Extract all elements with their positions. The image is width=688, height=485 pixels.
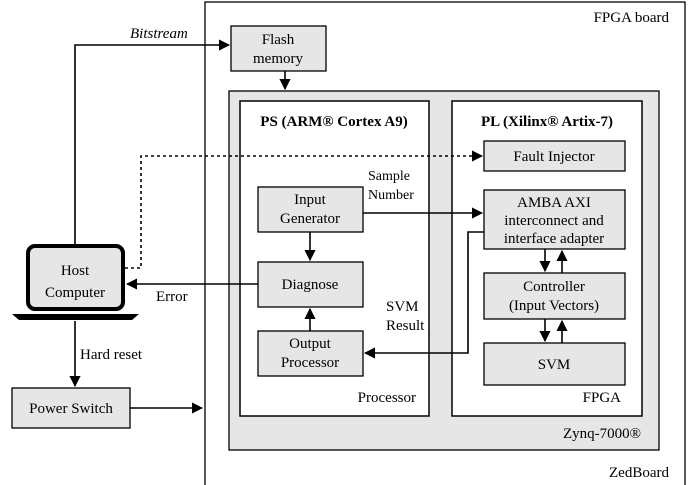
controller-line2: (Input Vectors) <box>509 298 599 314</box>
output-processor-line2: Processor <box>281 355 339 371</box>
pl-title: PL (Xilinx® Artix-7) <box>481 114 613 130</box>
host-computer-line1: Host <box>61 263 90 279</box>
svm-box <box>483 342 626 386</box>
amba-axi-line2: interconnect and <box>504 213 604 229</box>
flash-memory-line1: Flash <box>262 32 295 48</box>
fault-control-arrow <box>125 150 484 269</box>
pl-footer-label: FPGA <box>583 390 622 406</box>
sample-number-line1: Sample <box>368 169 410 184</box>
amba-axi-box <box>483 189 626 250</box>
input-generator-line2: Generator <box>280 211 340 227</box>
ps-title: PS (ARM® Cortex A9) <box>260 114 407 130</box>
svm-label: SVM <box>538 357 571 373</box>
svm-result-line1: SVM <box>386 299 419 315</box>
amba-axi-line1: AMBA AXI <box>517 195 591 211</box>
power-switch-label: Power Switch <box>29 401 113 417</box>
bitstream-label: Bitstream <box>130 26 188 42</box>
bitstream-arrow <box>74 39 231 246</box>
error-label: Error <box>156 289 188 305</box>
fault-injector-box <box>483 140 626 172</box>
flash-memory-box <box>230 25 327 72</box>
svm-result-line2: Result <box>386 318 425 334</box>
fpga-board-label: FPGA board <box>594 10 670 26</box>
svm-result-arrow <box>363 231 484 359</box>
host-computer-base <box>12 314 139 320</box>
output-processor-box <box>257 330 364 377</box>
ps-footer-label: Processor <box>358 390 416 406</box>
controller-box <box>483 272 626 320</box>
output-processor-line1: Output <box>289 336 332 352</box>
host-computer-line2: Computer <box>45 285 105 301</box>
zynq-label: Zynq-7000® <box>563 426 641 442</box>
flash-memory-line2: memory <box>253 51 303 67</box>
hard-reset-label: Hard reset <box>80 347 143 363</box>
fault-injector-label: Fault Injector <box>513 149 594 165</box>
diagnose-label: Diagnose <box>282 277 339 293</box>
input-generator-box <box>257 186 364 233</box>
input-generator-line1: Input <box>294 192 326 208</box>
controller-line1: Controller <box>523 279 585 295</box>
sample-number-line2: Number <box>368 188 414 203</box>
zedboard-label: ZedBoard <box>609 465 669 481</box>
amba-axi-line3: interface adapter <box>504 231 604 247</box>
